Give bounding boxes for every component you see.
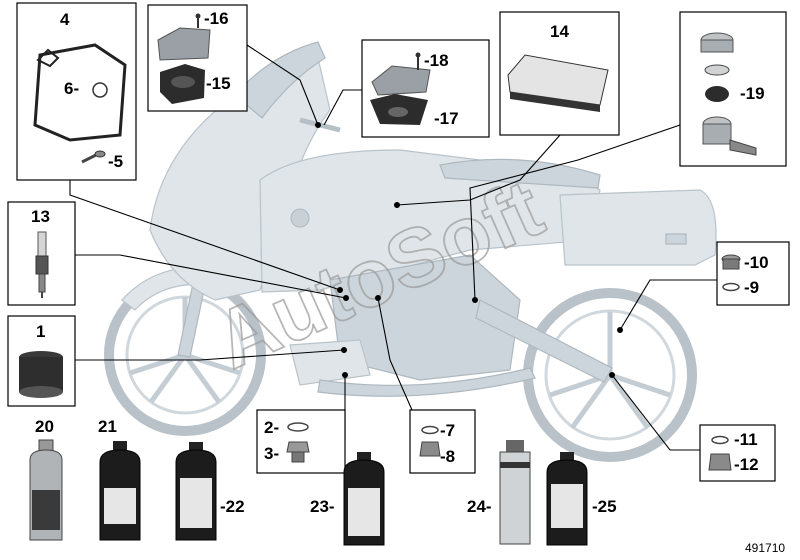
callout-box-17: -18 -17 xyxy=(361,39,490,138)
callout-3: 3- xyxy=(264,444,279,463)
callout-10: -10 xyxy=(744,253,769,272)
callout-9: -9 xyxy=(744,278,759,297)
callout-box-13: 13 xyxy=(7,201,76,306)
callout-20: 20 xyxy=(35,417,54,436)
callout-13: 13 xyxy=(31,207,50,226)
callout-18: -18 xyxy=(424,51,449,70)
bottle-25: -25 xyxy=(546,452,617,546)
bottle-23: 23- xyxy=(310,452,385,546)
bottle-20: 20 xyxy=(29,417,63,541)
callout-11: -11 xyxy=(734,430,758,449)
callout-17: -17 xyxy=(434,109,459,128)
callout-8: -8 xyxy=(440,447,455,466)
diagram-number: 491710 xyxy=(745,541,785,555)
callout-box-11: -11 -12 xyxy=(699,424,776,482)
leader-lines xyxy=(69,44,717,451)
callout-12: -12 xyxy=(734,455,759,474)
callout-24: 24- xyxy=(467,497,492,516)
callout-box-1: 1 xyxy=(7,315,76,407)
callout-1: 1 xyxy=(36,322,45,341)
callout-4: 4 xyxy=(60,10,70,29)
spray-can-24: 24- xyxy=(467,440,531,545)
callout-box-10: -10 -9 xyxy=(716,241,790,306)
callout-21: 21 xyxy=(98,417,117,436)
bottle-22: -22 xyxy=(175,442,245,541)
bottle-21: 21 xyxy=(98,417,141,541)
callout-6: 6- xyxy=(64,79,79,98)
callout-19: -19 xyxy=(740,84,765,103)
callout-25: -25 xyxy=(592,497,617,516)
callout-box-15: -16 -15 xyxy=(147,4,248,112)
callout-23: 23- xyxy=(310,497,335,516)
callout-box-7: -7 -8 xyxy=(409,409,476,474)
callout-box-19: -19 xyxy=(679,11,787,167)
callout-14: 14 xyxy=(550,22,569,41)
motorcycle-illustration xyxy=(104,41,717,462)
callout-box-14: 14 xyxy=(499,11,620,136)
callout-15: -15 xyxy=(206,74,231,93)
callout-7: -7 xyxy=(440,421,455,440)
callout-22: -22 xyxy=(220,497,245,516)
callout-5: -5 xyxy=(108,152,123,171)
callout-box-2: 2- 3- xyxy=(256,409,346,474)
callout-16: -16 xyxy=(204,9,229,28)
callout-box-4: 4 6- -5 xyxy=(16,2,137,181)
callout-2: 2- xyxy=(264,418,279,437)
